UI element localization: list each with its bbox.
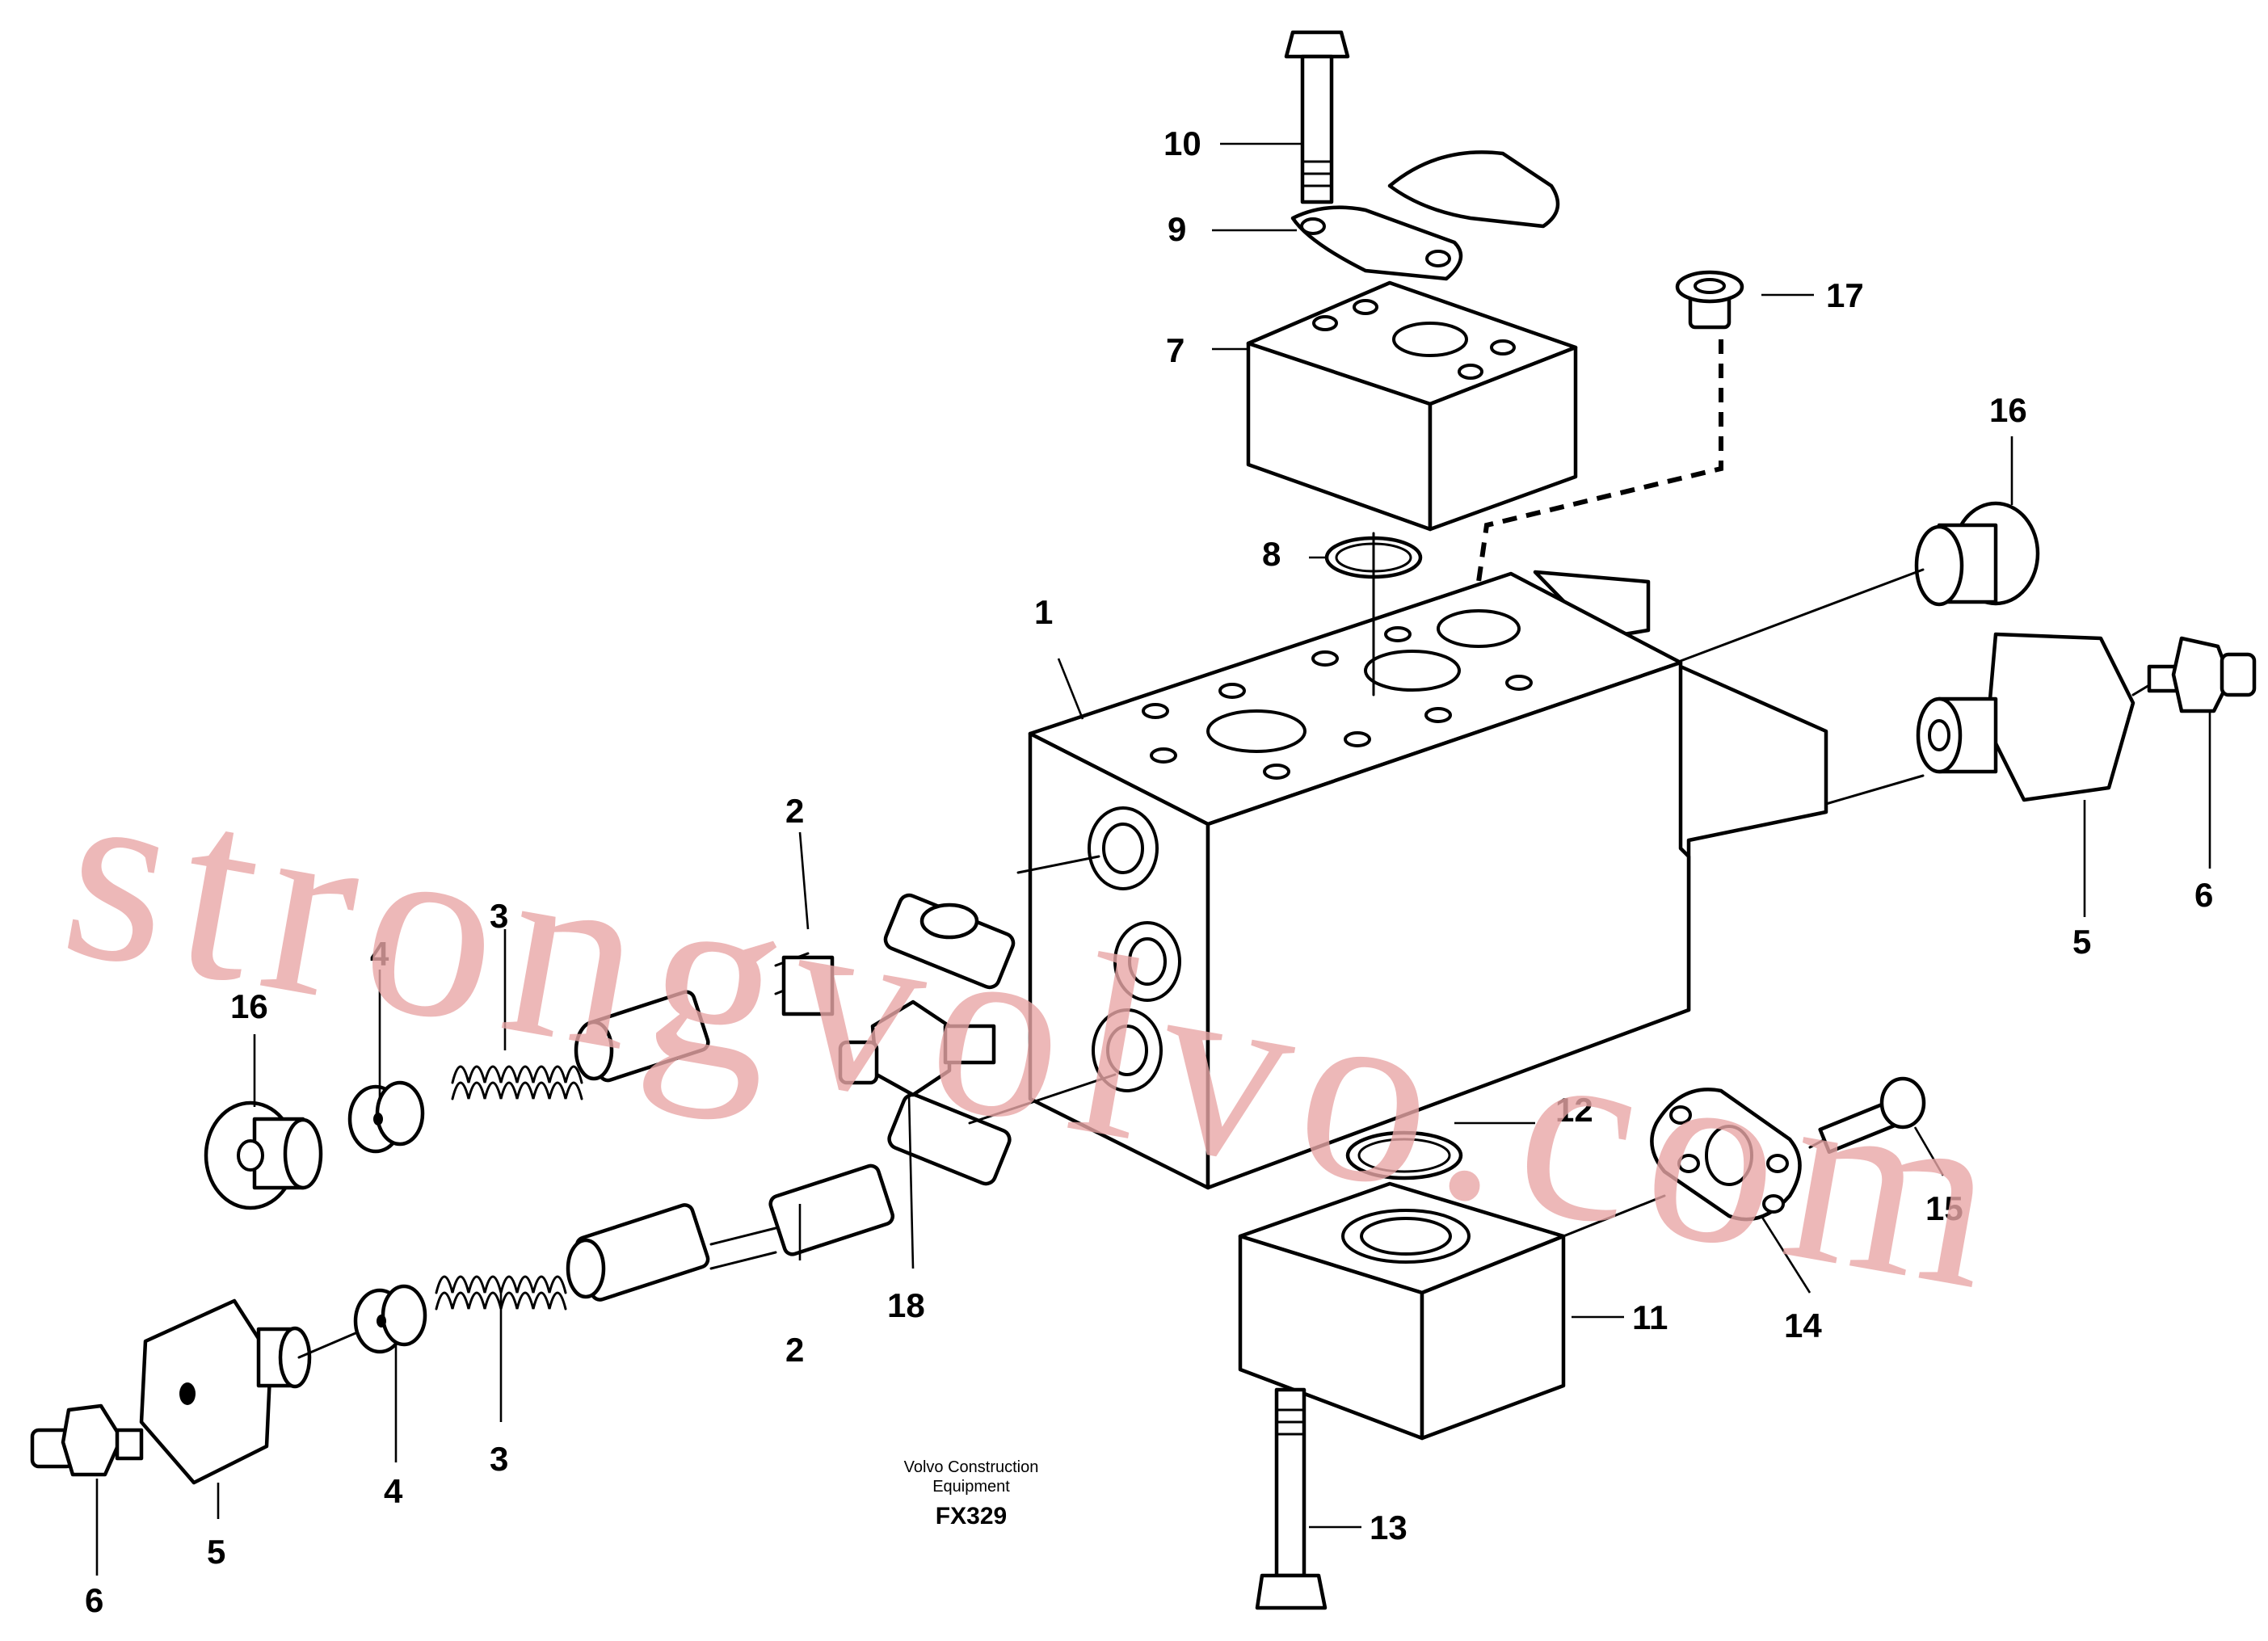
screw-15 [1808, 1076, 1926, 1155]
callout-1: 1 [1034, 593, 1053, 631]
callout-8: 8 [1262, 535, 1281, 573]
bolt-13 [1255, 1387, 1328, 1610]
cartridge-lower [566, 1092, 1012, 1302]
diagram-caption: Volvo Construction Equipment FX329 [904, 1458, 1039, 1529]
callout-2-lower: 2 [785, 1331, 804, 1369]
flange-lower [1650, 1088, 1802, 1222]
o-ring-lower [1345, 1130, 1463, 1180]
callout-13: 13 [1370, 1508, 1408, 1546]
flange-top [1290, 150, 1560, 281]
callout-16-right: 16 [1989, 391, 2027, 429]
callout-3-upper: 3 [490, 897, 508, 935]
plug-16-left [204, 1100, 323, 1210]
callout-3-lower: 3 [490, 1440, 508, 1478]
valve-block [1028, 570, 1828, 1190]
callout-9: 9 [1168, 210, 1186, 248]
bolt-top [1284, 30, 1350, 204]
hex-plug-5-left [139, 1298, 312, 1485]
callout-7: 7 [1166, 331, 1184, 369]
lower-block [1238, 1181, 1566, 1441]
nipple-6-right [2147, 636, 2257, 713]
plug-17 [1675, 270, 1744, 330]
washer-lower [353, 1284, 427, 1354]
callout-labels: 1 2 2 3 3 4 4 5 5 6 6 7 8 9 10 11 12 13 … [85, 124, 2213, 1619]
callout-17: 17 [1826, 276, 1864, 314]
top-cover-block [1246, 280, 1578, 532]
callout-6-left: 6 [85, 1581, 103, 1619]
fitting-18 [838, 999, 996, 1097]
hex-plug-5-right [1916, 632, 2135, 802]
callout-11: 11 [1632, 1298, 1668, 1336]
spring-upper [451, 1065, 583, 1100]
nipple-6-left [30, 1403, 144, 1477]
leader-lines [95, 142, 2211, 1576]
callout-5-right: 5 [2072, 923, 2091, 961]
callout-15: 15 [1925, 1189, 1963, 1227]
washer-upper [347, 1080, 425, 1154]
cartridge-upper [574, 893, 1016, 1083]
callout-12: 12 [1555, 1091, 1593, 1129]
callout-16-left: 16 [230, 987, 268, 1025]
caption-line-2: Equipment [932, 1478, 1010, 1496]
caption-code: FX329 [936, 1503, 1007, 1529]
callout-4-lower: 4 [384, 1472, 403, 1510]
callout-4-upper: 4 [370, 935, 389, 973]
caption-line-1: Volvo Construction [904, 1458, 1039, 1476]
callout-2-upper: 2 [785, 792, 804, 830]
callout-10: 10 [1163, 124, 1201, 162]
callout-5-left: 5 [207, 1533, 225, 1571]
callout-14: 14 [1784, 1306, 1822, 1344]
plug-16-right [1914, 501, 2040, 607]
callout-6-right: 6 [2194, 876, 2213, 914]
callout-18: 18 [887, 1286, 925, 1324]
